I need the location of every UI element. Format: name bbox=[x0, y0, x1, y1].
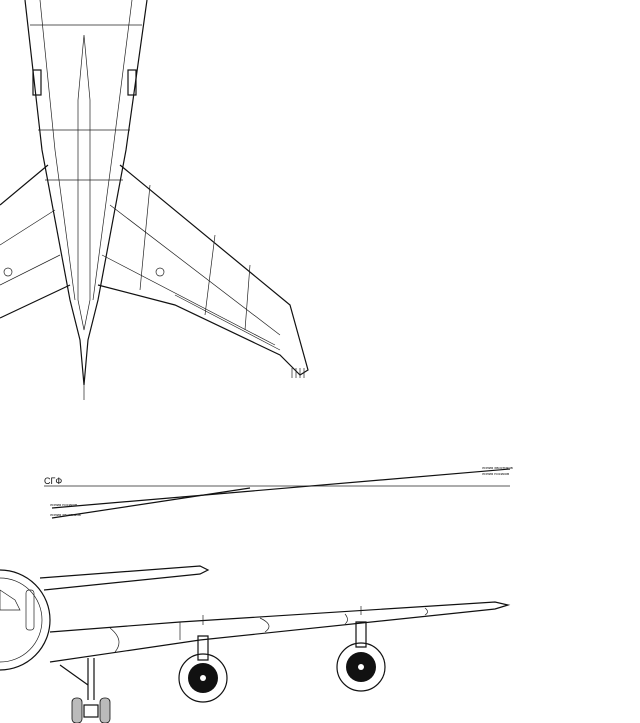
right-upper-label: линия хвостиков bbox=[482, 465, 513, 470]
main-landing-gear bbox=[59, 658, 111, 723]
trailing-edge-line bbox=[51, 487, 251, 519]
leading-edge-line bbox=[51, 468, 511, 509]
engine-inboard bbox=[178, 635, 228, 703]
reference-lines: СГФ линия носиков линия хвостиков линия … bbox=[44, 465, 513, 519]
trailing-edge-label: линия хвостиков bbox=[50, 512, 81, 517]
leading-edge-label: линия носиков bbox=[50, 502, 77, 507]
engine-outboard bbox=[336, 621, 386, 692]
front-view bbox=[0, 565, 511, 723]
right-lower-label: линия носиков bbox=[482, 471, 509, 476]
reference-label: СГФ bbox=[44, 476, 62, 486]
top-view-tail bbox=[0, 0, 309, 400]
